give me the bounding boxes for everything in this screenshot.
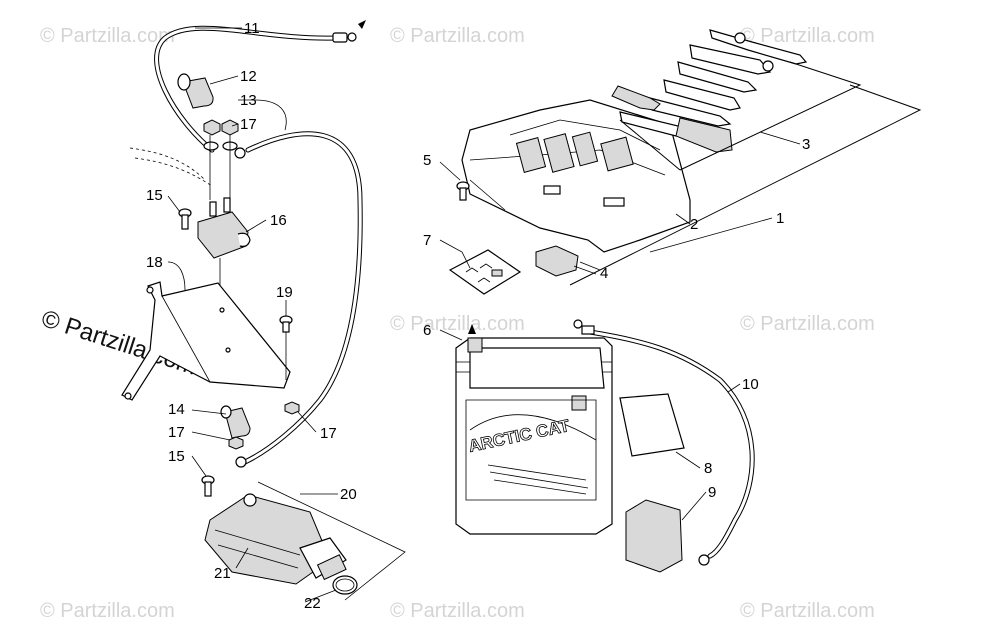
watermark-top-right: © Partzilla.com — [740, 25, 875, 47]
callout-18: 18 — [146, 254, 163, 271]
tool-tray-2 — [461, 99, 691, 253]
callout-20: 20 — [340, 486, 357, 503]
watermark-mid-right: © Partzilla.com — [740, 313, 875, 335]
terminal-cap-12 — [177, 73, 214, 109]
cable-13 — [234, 131, 363, 468]
arrow-icon — [468, 324, 476, 334]
callout-9: 9 — [708, 484, 716, 501]
foam-pad-9 — [625, 499, 683, 573]
starter-motor-20 — [204, 493, 347, 585]
nut-17-lower — [228, 436, 244, 450]
callout-labels: 11 12 13 17 15 16 18 19 17 14 17 15 20 2… — [146, 20, 810, 612]
leader-lines — [167, 27, 801, 603]
watermark-mid-center: © Partzilla.com — [390, 313, 525, 335]
callout-15-top: 15 — [146, 187, 163, 204]
callout-5: 5 — [423, 152, 431, 169]
label-tag-7 — [448, 249, 522, 295]
callout-21: 21 — [214, 565, 231, 582]
callout-11: 11 — [244, 20, 260, 37]
callout-15-lower: 15 — [168, 448, 185, 465]
screw-15-top — [178, 208, 192, 230]
callout-2: 2 — [690, 216, 698, 233]
callout-8: 8 — [704, 460, 712, 477]
nut-17-right — [284, 401, 300, 415]
callout-14: 14 — [168, 401, 185, 418]
callout-13: 13 — [240, 92, 257, 109]
callout-1: 1 — [776, 210, 784, 227]
screw-5 — [456, 181, 470, 201]
starter-solenoid-16 — [197, 197, 251, 330]
callout-19: 19 — [276, 284, 293, 301]
watermark-bottom-center: © Partzilla.com — [390, 600, 525, 622]
tool-kit-3 — [611, 29, 808, 153]
callout-7: 7 — [423, 232, 431, 249]
terminal-cap-14 — [220, 405, 251, 439]
callout-3: 3 — [802, 136, 810, 153]
watermark-bottom-right: © Partzilla.com — [740, 600, 875, 622]
nut-17-top — [203, 119, 239, 151]
cable-10 — [468, 319, 755, 566]
foam-pad-4 — [535, 245, 579, 277]
screw-19 — [279, 315, 293, 380]
watermark-top-center: © Partzilla.com — [390, 25, 525, 47]
watermark-bottom-left: © Partzilla.com — [40, 600, 175, 622]
callout-17-lower: 17 — [168, 424, 185, 441]
battery-label-8 — [619, 393, 685, 457]
mounting-bracket-18 — [121, 281, 291, 401]
callout-17-top: 17 — [240, 116, 257, 133]
arrow-icon — [358, 20, 366, 29]
battery: ARCTIC CAT — [455, 337, 613, 535]
callout-22: 22 — [304, 595, 321, 612]
callout-10: 10 — [742, 376, 759, 393]
watermark-top-left: © Partzilla.com — [40, 25, 175, 47]
callout-6: 6 — [423, 322, 431, 339]
callout-4: 4 — [600, 265, 608, 282]
cable-11 — [154, 20, 366, 153]
callout-12: 12 — [240, 68, 257, 85]
screw-15-lower — [201, 475, 215, 497]
callout-17-right: 17 — [320, 425, 337, 442]
callout-16: 16 — [270, 212, 287, 229]
